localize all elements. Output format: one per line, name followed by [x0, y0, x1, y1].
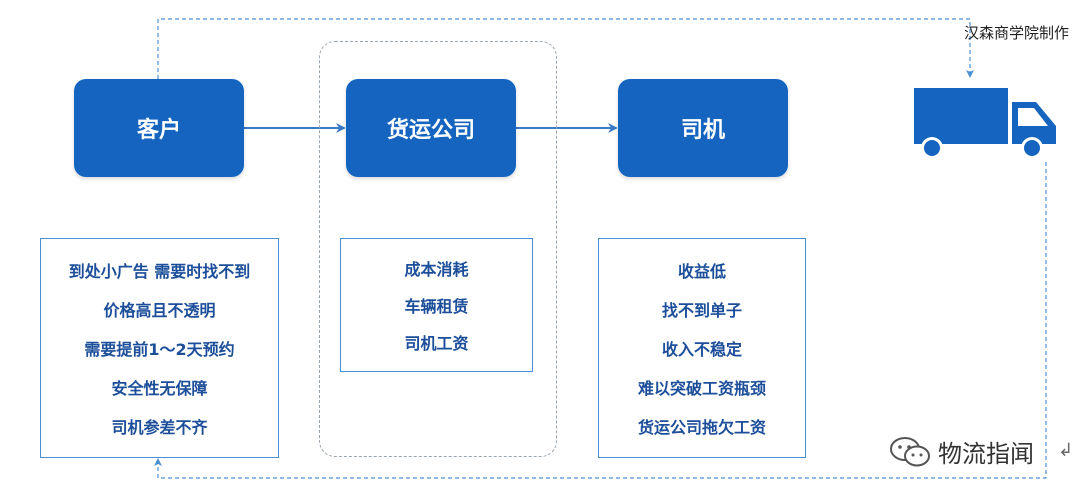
customer-issues-box: 到处小广告 需要时找不到 价格高且不透明 需要提前1～2天预约 安全性无保障 司…: [40, 238, 279, 458]
driver-issue-item: 找不到单子: [661, 301, 742, 321]
customer-issue-item: 到处小广告 需要时找不到: [68, 262, 251, 282]
freight-issues-box: 成本消耗 车辆租赁 司机工资: [340, 238, 533, 372]
freight-issue-item: 车辆租赁: [404, 296, 469, 316]
dashed-path-truck-to-customer: [154, 162, 1047, 479]
freight-issue-item: 司机工资: [404, 334, 469, 354]
watermark-text: 汉森商学院制作: [964, 24, 1070, 42]
customer-issue-item: 安全性无保障: [111, 378, 208, 398]
customer-node: 客户: [74, 79, 244, 177]
driver-issue-item: 货运公司拖欠工资: [637, 417, 766, 437]
customer-issue-item: 司机参差不齐: [111, 417, 208, 437]
freight-company-group: [319, 41, 557, 457]
customer-issue-item: 需要提前1～2天预约: [84, 339, 235, 359]
freight-company-node: 货运公司: [346, 79, 516, 177]
truck-icon: [914, 88, 1056, 159]
driver-node: 司机: [618, 79, 788, 177]
wechat-icon: [890, 436, 930, 466]
driver-issue-item: 收益低: [677, 262, 726, 282]
driver-issue-item: 收入不稳定: [661, 339, 742, 359]
freight-issue-item: 成本消耗: [404, 259, 469, 279]
customer-issue-item: 价格高且不透明: [103, 301, 216, 321]
wechat-brand: 物流指闻: [888, 434, 1034, 469]
driver-issues-box: 收益低 找不到单子 收入不稳定 难以突破工资瓶颈 货运公司拖欠工资: [598, 238, 806, 458]
wechat-account-name: 物流指闻: [938, 440, 1034, 468]
return-symbol: ↲: [1058, 440, 1074, 461]
driver-issue-item: 难以突破工资瓶颈: [637, 378, 766, 398]
dashed-path-customer-to-truck: [157, 18, 974, 79]
